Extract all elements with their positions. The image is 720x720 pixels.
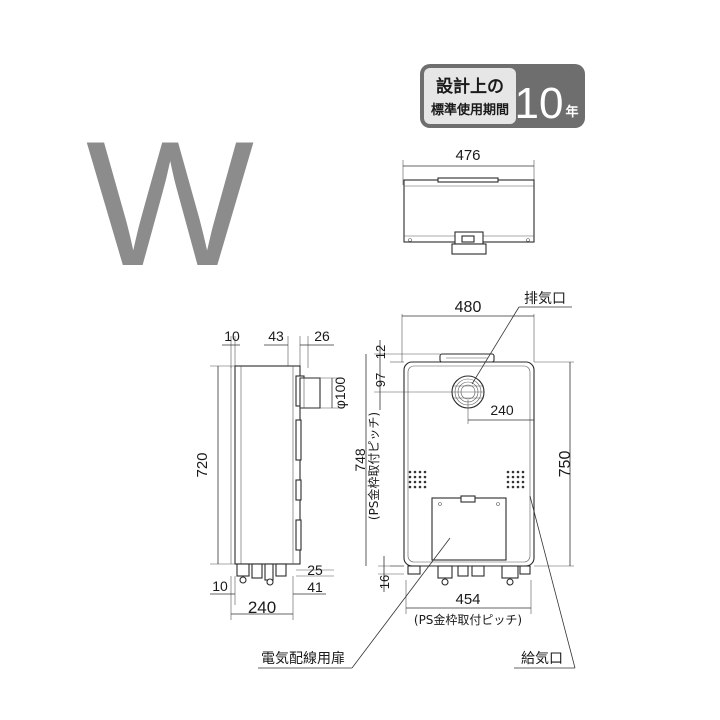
side-dim-top-43: 43 [268, 328, 284, 344]
side-view-fittings [236, 563, 287, 586]
front-bottom-fittings [407, 565, 531, 586]
intake-grille-left [408, 470, 427, 489]
front-ps-pitch-vertical: (PS金枠取付ピッチ) [366, 412, 381, 520]
wiring-door [431, 497, 507, 561]
side-view-flue [299, 377, 321, 409]
side-dim-pipe-100: φ100 [332, 377, 348, 410]
callout-wiring-door-label: 電気配線用扉 [261, 651, 345, 667]
badge-years-number: 10 [515, 79, 564, 128]
callout-wiring-door: 電気配線用扉 [258, 537, 451, 669]
side-dim-top-10: 10 [224, 328, 240, 344]
callout-exhaust: 排気口 [471, 291, 572, 385]
front-dim-bottom-16: 16 [377, 575, 392, 589]
badge-years-unit: 年 [565, 104, 578, 120]
badge-label-panel [424, 68, 516, 124]
side-dim-bottom-41: 41 [307, 579, 323, 595]
top-view-width-label: 476 [455, 147, 480, 164]
front-dim-offset-240: 240 [490, 402, 514, 418]
callout-intake-label: 給気口 [521, 651, 563, 667]
front-dim-height-748: 748 [352, 448, 368, 472]
front-dim-width-454: 454 [455, 591, 480, 608]
side-dim-top-26: 26 [314, 328, 330, 344]
front-dim-offset-97: 97 [373, 373, 388, 387]
side-dim-bottom-25: 25 [307, 562, 323, 578]
front-view: 480 12 97 748 (PS金枠取付ピッチ) 750 [352, 299, 574, 627]
front-dim-height-750: 750 [557, 451, 574, 478]
callout-exhaust-label: 排気口 [524, 291, 566, 307]
side-dim-bottom-240: 240 [248, 598, 276, 617]
side-view-body [234, 365, 301, 565]
top-view-flue [451, 243, 487, 255]
badge-line2: 標準使用期間 [431, 102, 509, 118]
side-view: 10 43 26 φ100 720 [194, 328, 348, 620]
callout-intake: 給気口 [514, 495, 576, 669]
side-dim-height-720: 720 [194, 452, 211, 477]
side-dim-bottom-10: 10 [212, 578, 228, 594]
exhaust-outlet [451, 375, 485, 409]
badge-line1: 設計上の [436, 76, 504, 97]
front-dim-top-12: 12 [373, 345, 388, 359]
service-life-badge: 設計上の 標準使用期間 10 年 [420, 64, 585, 128]
front-dim-width-480: 480 [455, 299, 482, 316]
intake-grille-right [506, 470, 525, 489]
front-ps-pitch-horizontal: (PS金枠取付ピッチ) [414, 612, 522, 627]
top-view: 476 [402, 147, 535, 255]
model-letter: W [86, 104, 254, 303]
